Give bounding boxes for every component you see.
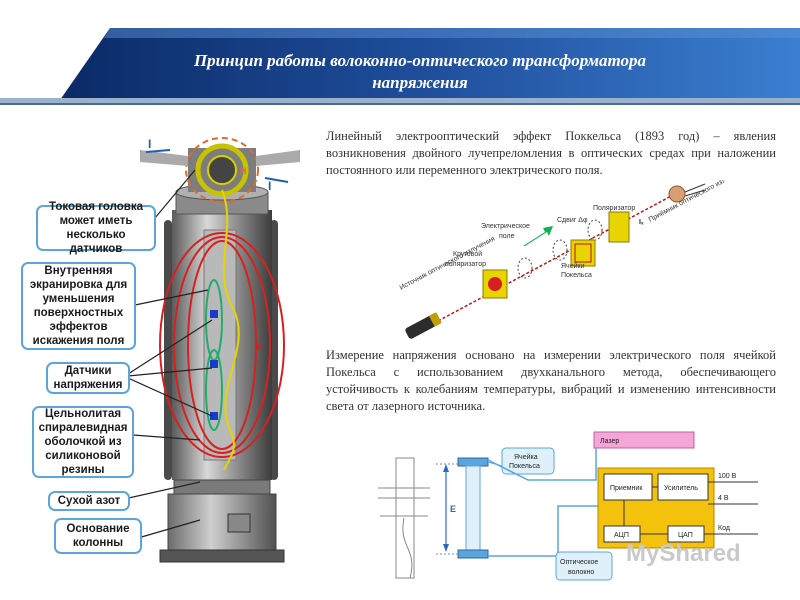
circular-polarizer [482,269,508,299]
callout-column-base: Основание колонны [54,518,142,554]
callout-inner-screen: Внутренняя экранировка для уменьшения по… [21,262,136,350]
pockels-effect-text: Линейный электрооптический эффект Поккел… [326,129,776,177]
polarizer [608,211,630,243]
receiver-label: Приемник [610,485,643,492]
label-shift: Сдвиг Δφ [557,217,588,224]
schematic-e-label: E [450,504,456,514]
header-banner [0,0,800,110]
title-line-2: напряжения [372,73,468,92]
pockels-optics-diagram: Источник оптического излучения Круговой … [399,180,725,339]
analyzer-element [570,239,596,267]
callout-current-head: Токовая головка может иметь несколько да… [36,201,156,255]
h-field-ring [185,137,259,203]
column-base [167,493,277,551]
receiver [668,183,706,203]
schematic-pockels-2: Покельса [509,463,540,470]
laser-label: Лазер [600,438,619,445]
label-polarizer: Поляризатор [593,205,635,212]
light-beam [424,193,676,329]
laser-box [593,431,695,449]
pockels-cell-body [465,465,481,551]
label-field-2: поле [499,233,515,240]
electric-field-lines [159,232,285,458]
dac-label: ЦАП [678,532,693,539]
h-field-label: H [240,166,247,176]
fiber-to-receiver [488,505,600,557]
label-field-1: Электрическое [481,223,530,230]
page-title: Принцип работы волоконно-оптического тра… [100,50,740,94]
transformer-illustration: I I H E [140,137,300,563]
amplifier-box [657,473,709,501]
electrode-top [457,457,489,467]
label-circular-pol-1: Круговой [453,250,482,258]
fiber-to-laser [487,448,597,481]
callout-dry-nitrogen: Сухой азот [48,491,130,511]
callout-silicone-shell: Цельнолитая спиралевидная оболочкой из с… [32,406,134,478]
measurement-text: Измерение напряжения основано на измерен… [326,348,776,413]
label-pockels-2: Покельса [561,272,592,279]
tower-sketch [378,457,430,579]
output-100v: 100 В [718,473,737,480]
light-source [405,312,442,339]
measurement-schematic: E Ячейка Покельса Лазер Приемник Усилите… [378,431,758,581]
receiver-box [603,473,653,501]
current-head-ring [195,143,249,197]
e-field-label: E [256,342,263,353]
electric-field-arrow [523,226,553,246]
label-circular-pol-2: поляризатор [445,261,486,268]
watermark: MyShared [626,540,741,567]
callout-voltage-sensors: Датчики напряжения [46,362,130,394]
callout-optical-fiber [555,551,613,581]
current-label-top: I [148,137,151,151]
amplifier-label: Усилитель [664,485,698,492]
schematic-pockels-1: Ячейка [514,453,538,461]
electrode-bottom [457,549,489,559]
title-line-1: Принцип работы волоконно-оптического тра… [193,51,647,70]
adc-label: АЦП [614,532,629,539]
fiber-label-1: Оптическое [560,559,598,566]
output-code: Код [718,525,730,532]
current-label-right: I [268,179,271,193]
callout-schematic-pockels [501,447,555,475]
label-intensity: Iₓ [639,219,644,226]
fiber-label-2: волокно [568,569,594,576]
output-4v: 4 В [718,495,729,502]
optical-fiber [221,189,240,471]
voltage-sensors [205,279,223,431]
label-pockels-1: Ячейки [561,262,585,270]
